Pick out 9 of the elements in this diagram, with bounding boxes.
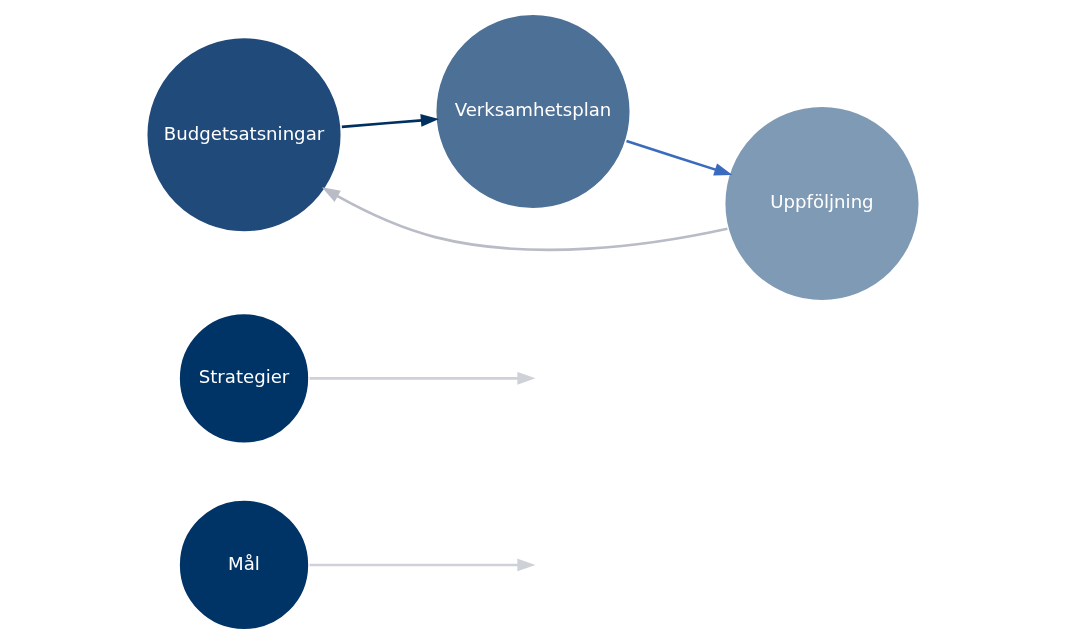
arrow (341, 114, 439, 129)
arrow (625, 139, 732, 176)
node-circle: Uppföljning (722, 104, 921, 303)
arrow (321, 187, 728, 252)
node-circle: Strategier (176, 311, 311, 446)
node-circle: Mål (176, 498, 311, 632)
arrow (309, 372, 535, 385)
arrow (309, 558, 536, 572)
node-circle: Verksamhetsplan (433, 12, 632, 211)
